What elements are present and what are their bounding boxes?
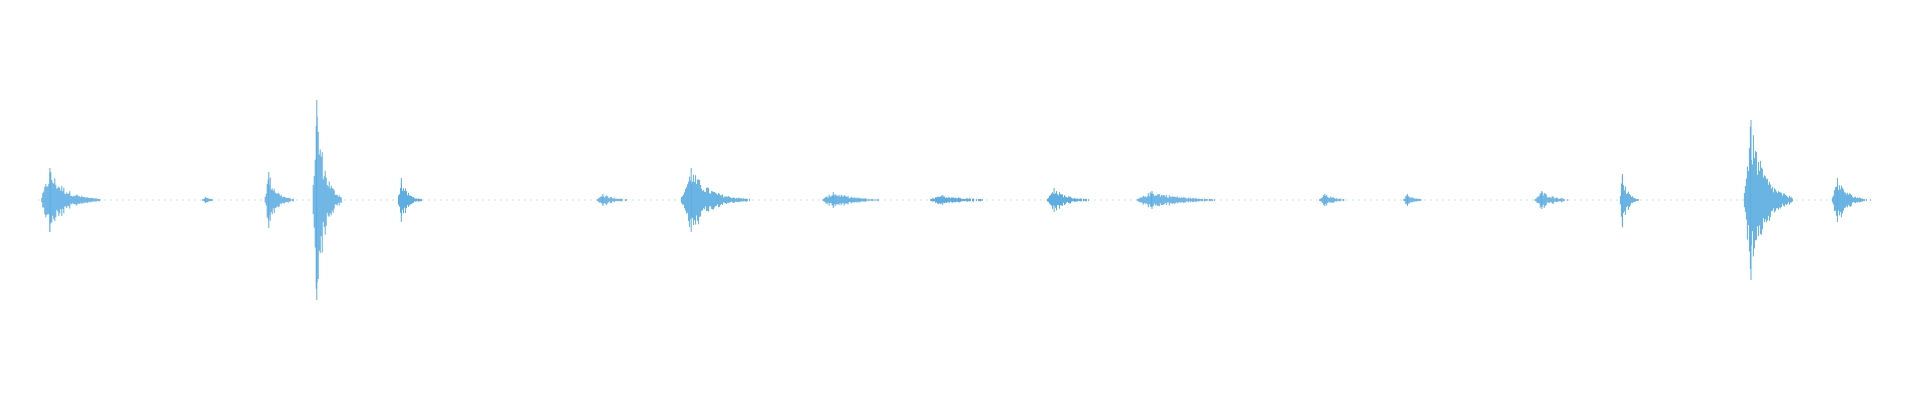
waveform-event-5 <box>398 178 422 222</box>
waveform-event-17 <box>1831 178 1871 222</box>
waveform-event-8 <box>822 192 879 208</box>
waveform-event-4 <box>312 100 342 300</box>
waveform-event-2 <box>202 197 213 203</box>
waveform-event-7 <box>681 168 751 232</box>
waveform-event-14 <box>1534 191 1568 209</box>
waveform-event-10 <box>1047 188 1089 212</box>
waveform-event-3 <box>264 172 294 228</box>
waveform-event-15 <box>1619 174 1639 228</box>
waveform-event-11 <box>1136 191 1215 209</box>
waveform-event-13 <box>1403 194 1422 206</box>
waveform-event-12 <box>1319 194 1345 206</box>
waveform-peaks <box>41 100 1871 300</box>
waveform-event-16 <box>1743 120 1793 280</box>
waveform-event-1 <box>41 168 101 232</box>
waveform-event-6 <box>596 194 627 206</box>
waveform-event-9 <box>930 195 983 205</box>
